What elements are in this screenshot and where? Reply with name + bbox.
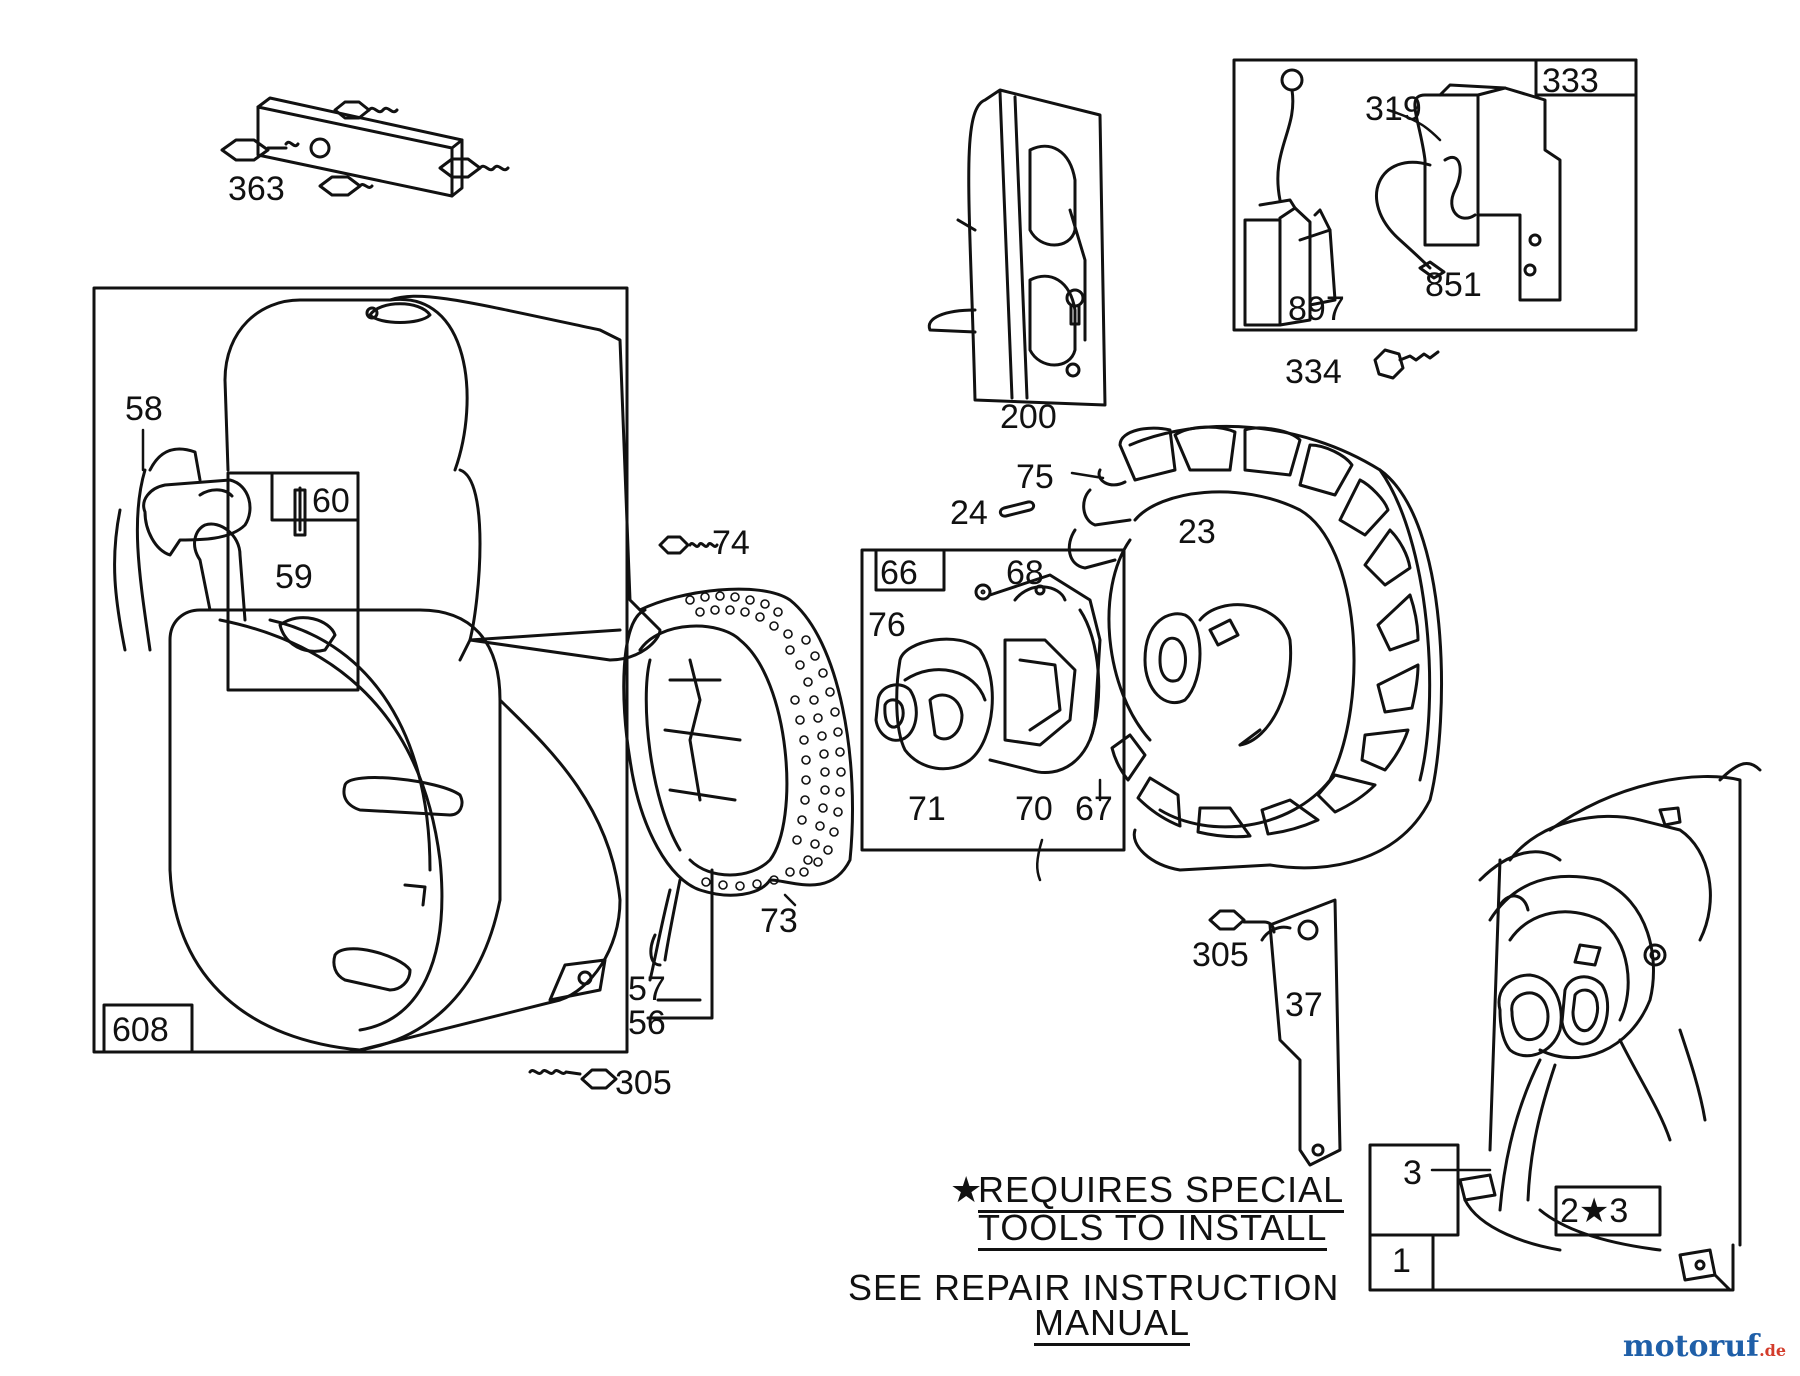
rotating-screen-73-drawing — [622, 587, 854, 1020]
screen-perforation-pattern — [685, 591, 846, 891]
repair-manual-note-line2: MANUAL — [1034, 1305, 1191, 1346]
bracket-363-drawing — [220, 96, 510, 198]
part-label-75: 75 — [1016, 458, 1054, 496]
baffle-200-drawing — [927, 88, 1107, 407]
flywheel-23-drawing — [1067, 424, 1444, 872]
housing-608-drawing — [113, 294, 662, 1052]
armature-333-drawing — [1243, 68, 1562, 327]
housing-box-608 — [92, 286, 629, 1054]
part-label-68: 68 — [1006, 554, 1044, 592]
part-label-2-star-3: 2★3 — [1560, 1192, 1629, 1230]
watermark-tld: .de — [1759, 1341, 1786, 1360]
part-label-334: 334 — [1285, 353, 1342, 391]
watermark-brand: motoruf — [1622, 1329, 1760, 1364]
part-label-608: 608 — [112, 1011, 169, 1049]
part-label-851: 851 — [1425, 266, 1482, 304]
part-label-363: 363 — [228, 170, 285, 208]
crankcase-drawing — [1458, 761, 1762, 1292]
bolt-305-upper-drawing — [1208, 909, 1276, 934]
clutch-66-drawing — [874, 573, 1102, 775]
part-label-59: 59 — [275, 558, 313, 596]
special-tools-note-line1: REQUIRES SPECIAL — [978, 1172, 1345, 1213]
part-label-37: 37 — [1285, 986, 1323, 1024]
part-label-333: 333 — [1542, 62, 1599, 100]
part-label-305-lower: 305 — [615, 1064, 672, 1102]
part-label-1: 1 — [1392, 1242, 1411, 1280]
motoruf-watermark: motoruf.de — [1623, 1332, 1786, 1362]
part-label-71: 71 — [908, 790, 946, 828]
bolt-74-drawing — [658, 535, 719, 555]
bracket-37-drawing — [1260, 898, 1342, 1167]
part-label-73: 73 — [760, 902, 798, 940]
washer-68-drawing — [980, 589, 986, 595]
part-label-24: 24 — [950, 494, 988, 532]
part-label-57: 57 — [628, 970, 666, 1008]
part-label-58: 58 — [125, 390, 163, 428]
part-label-76: 76 — [868, 606, 906, 644]
part-label-67: 67 — [1075, 790, 1113, 828]
armature-box-333 — [1232, 58, 1638, 332]
part-label-305-upper: 305 — [1192, 936, 1249, 974]
special-tools-boxes — [1368, 1143, 1735, 1292]
part-label-23: 23 — [1178, 513, 1216, 551]
part-label-3: 3 — [1403, 1154, 1422, 1192]
special-tools-star: ★ — [950, 1169, 984, 1210]
part-label-319: 319 — [1365, 90, 1422, 128]
key-24-drawing — [998, 500, 1036, 518]
repair-manual-note-line1: SEE REPAIR INSTRUCTION — [848, 1267, 1340, 1308]
screw-334-drawing — [1373, 348, 1440, 380]
part-label-200: 200 — [1000, 398, 1057, 436]
part-label-70: 70 — [1015, 790, 1053, 828]
part-label-897: 897 — [1288, 290, 1345, 328]
special-tools-note-line2: TOOLS TO INSTALL — [978, 1210, 1328, 1251]
leader-lines — [141, 108, 1492, 1172]
bolt-305-lower-drawing — [528, 1068, 618, 1090]
part-label-66: 66 — [880, 554, 918, 592]
part-label-56: 56 — [628, 1004, 666, 1042]
part-label-74: 74 — [712, 524, 750, 562]
part-label-60: 60 — [312, 482, 350, 520]
